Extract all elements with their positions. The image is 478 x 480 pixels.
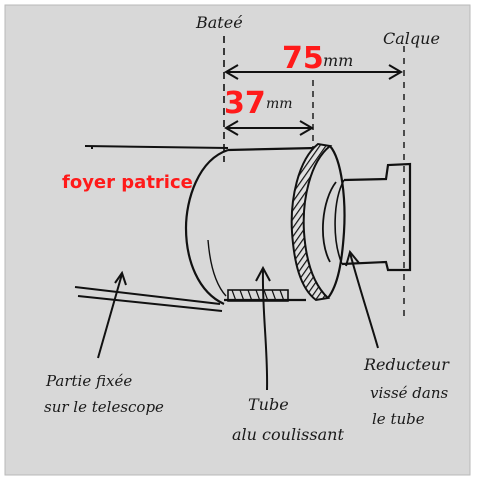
reducteur-label-line3: le tube <box>372 410 425 428</box>
dimension-37mm-arrow <box>224 120 314 136</box>
tube-flange-outline <box>327 145 346 299</box>
reducer <box>321 162 412 272</box>
tube-label-line2: alu coulissant <box>232 425 344 444</box>
batee-label: Bateé <box>195 13 243 32</box>
partie-fixee-label-line2: sur le telescope <box>44 398 164 416</box>
dimension-75mm-arrow <box>224 64 403 80</box>
sliding-tube <box>184 146 317 305</box>
reducteur-label-line2: vissé dans <box>370 384 449 402</box>
tube-label-line1: Tube <box>248 395 289 414</box>
dimension-37-unit: mm <box>266 96 293 112</box>
paper-background <box>4 4 471 476</box>
dimension-75-unit: mm <box>323 51 353 70</box>
calque-label: Calque <box>383 29 440 48</box>
partie-fixee-label-line1: Partie fixée <box>45 372 132 390</box>
leader-arrow-partie-fixee <box>97 270 127 359</box>
leader-arrow-reducteur <box>345 249 379 349</box>
fixed-part-lines <box>74 145 229 312</box>
dimension-75-value: 75 <box>282 41 324 76</box>
reducteur-label-line1: Reducteur <box>363 355 450 374</box>
dimension-37-value: 37 <box>224 86 266 121</box>
foyer-patrice-label: foyer patrice <box>62 172 193 193</box>
leader-arrow-tube <box>255 265 271 391</box>
